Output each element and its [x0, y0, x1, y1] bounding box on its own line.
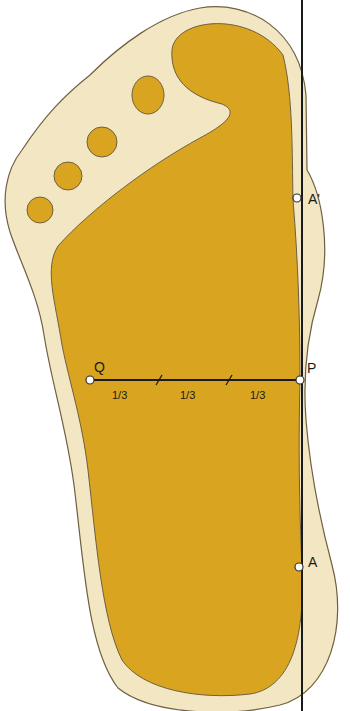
foot-outline — [5, 7, 338, 711]
point — [293, 194, 301, 202]
point — [295, 563, 303, 571]
point-label: Q — [94, 360, 105, 374]
point-label: A — [308, 555, 317, 569]
tangent-line — [301, 0, 303, 711]
fraction-label: 1/3 — [180, 390, 195, 401]
sole-print — [51, 24, 302, 696]
point — [296, 376, 304, 384]
point-label: A' — [308, 192, 320, 206]
toe — [54, 162, 82, 190]
width-line — [90, 379, 300, 381]
fraction-label: 1/3 — [112, 390, 127, 401]
toe — [132, 76, 164, 114]
third-tick — [226, 375, 232, 385]
toe — [27, 197, 53, 223]
point-label: P — [307, 361, 316, 375]
fraction-label: 1/3 — [250, 390, 265, 401]
toe — [87, 127, 117, 157]
point — [86, 376, 94, 384]
third-tick — [156, 375, 162, 385]
